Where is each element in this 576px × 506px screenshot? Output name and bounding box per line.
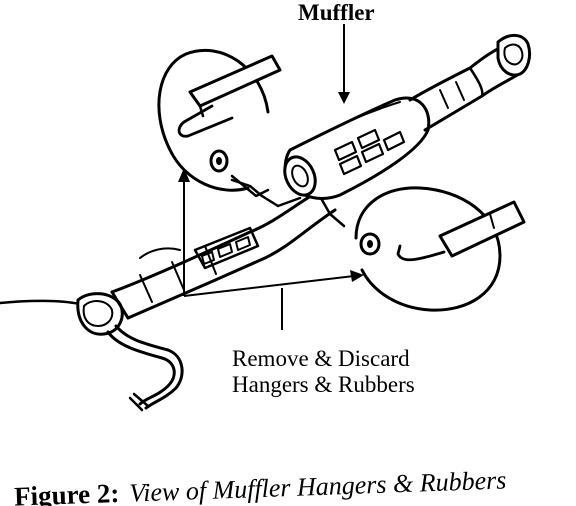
intermediate-pipe	[110, 183, 337, 320]
svg-text:Figure 2: View of Muffle: Figure 2: View of Muffler Hangers & Rubb…	[14, 464, 507, 506]
right-bracket	[438, 200, 526, 258]
muffler-arrowhead	[338, 92, 350, 104]
muffler-body	[283, 96, 431, 200]
tailpipe-bend	[106, 330, 176, 406]
remove-label-line1: Remove & Discard	[232, 346, 410, 371]
caption-figure-number: Figure 2:	[14, 478, 120, 506]
right-hanger-rod	[396, 244, 446, 262]
right-arrowhead	[350, 270, 364, 282]
front-tube	[0, 299, 82, 306]
hanger-rod-rear	[320, 198, 346, 228]
remove-label-line2: Hangers & Rubbers	[232, 372, 415, 397]
detail-circle-upper	[157, 48, 282, 198]
right-rubber-isolator	[359, 232, 381, 256]
upper-hanger-rod	[177, 104, 234, 138]
caption-title: View of Muffler Hangers & Rubbers	[129, 465, 507, 506]
tailpipe-tip	[128, 392, 150, 412]
detail-circle-right	[354, 186, 526, 312]
arrowheads	[178, 92, 364, 282]
up-arrowhead	[178, 168, 190, 182]
callout-leader-right	[183, 275, 355, 297]
leader-lines	[183, 24, 355, 330]
hanger-rod-front	[260, 194, 302, 208]
upper-rubber-isolator	[209, 149, 229, 173]
upper-bracket	[188, 54, 282, 108]
rear-outlet	[408, 34, 532, 132]
exhaust-system	[0, 34, 532, 412]
front-flange	[76, 292, 124, 336]
figure-caption: Figure 2: View of Muffler Hangers & Rubb…	[14, 464, 507, 506]
muffler-label: Muffler	[298, 0, 375, 25]
